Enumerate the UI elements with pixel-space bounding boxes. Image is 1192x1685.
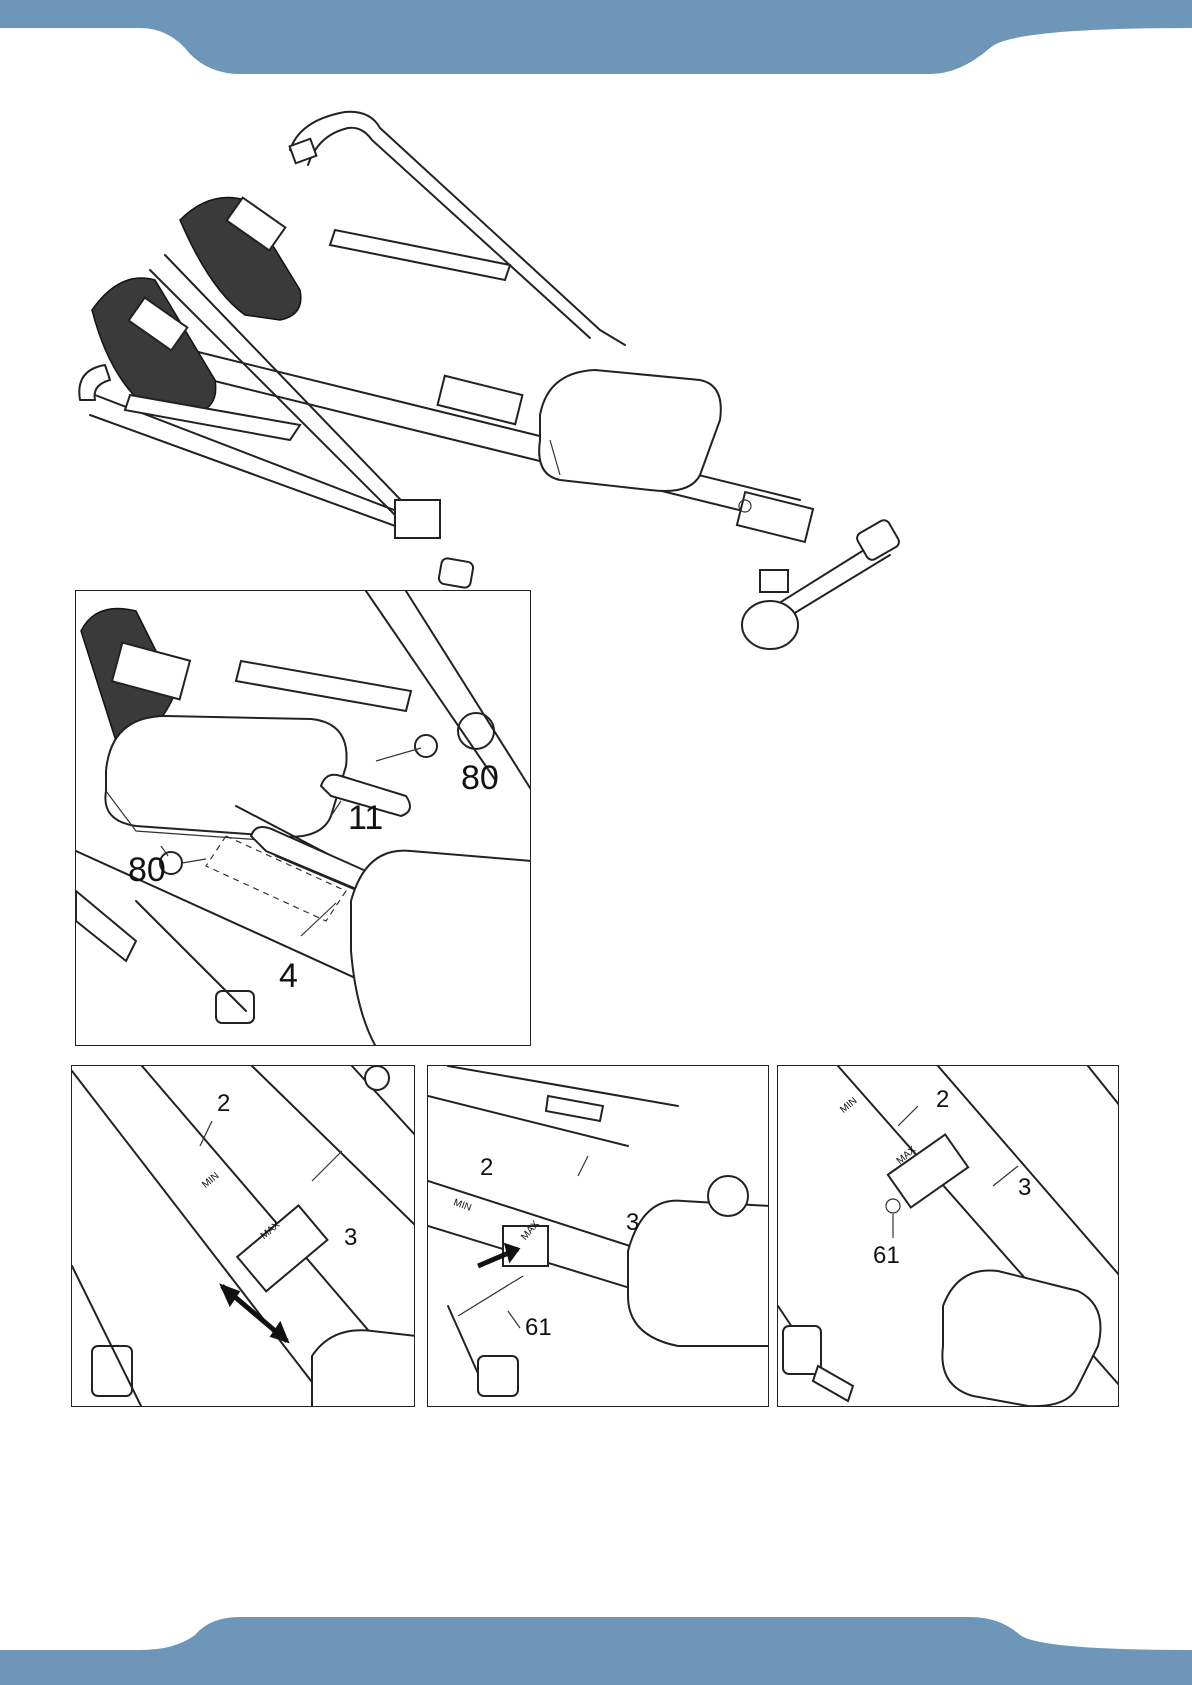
label-bracket: 11 bbox=[348, 801, 383, 835]
label-rail: 4 bbox=[279, 959, 298, 993]
label-rail-rear: 3 bbox=[1018, 1176, 1031, 1200]
header-band bbox=[0, 0, 1192, 80]
label-knob-left: 80 bbox=[128, 853, 166, 887]
footer-band bbox=[0, 1595, 1192, 1685]
step-panel-3: MIN 2 MAX 3 61 bbox=[777, 1065, 1119, 1407]
detail-panel: 80 11 80 4 bbox=[75, 590, 531, 1046]
label-pin: 61 bbox=[525, 1316, 552, 1340]
label-knob-top: 80 bbox=[461, 761, 499, 795]
label-rail-rear: 3 bbox=[626, 1211, 639, 1235]
label-rail-front: 2 bbox=[217, 1092, 230, 1116]
label-rail-front: 2 bbox=[480, 1156, 493, 1180]
label-rail-rear: 3 bbox=[344, 1226, 357, 1250]
label-rail-front: 2 bbox=[936, 1088, 949, 1112]
label-pin: 61 bbox=[873, 1244, 900, 1268]
step-panel-1: 2 MIN MAX 3 bbox=[71, 1065, 415, 1407]
step-panel-2: 2 MIN MAX 3 61 bbox=[427, 1065, 769, 1407]
